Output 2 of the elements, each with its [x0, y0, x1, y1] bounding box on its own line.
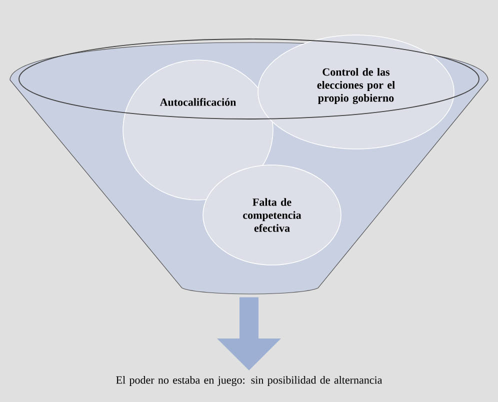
result-text: El poder no estaba en juego: sin posibilidad de alternancia — [116, 376, 382, 386]
funnel-drawing — [18, 38, 480, 120]
